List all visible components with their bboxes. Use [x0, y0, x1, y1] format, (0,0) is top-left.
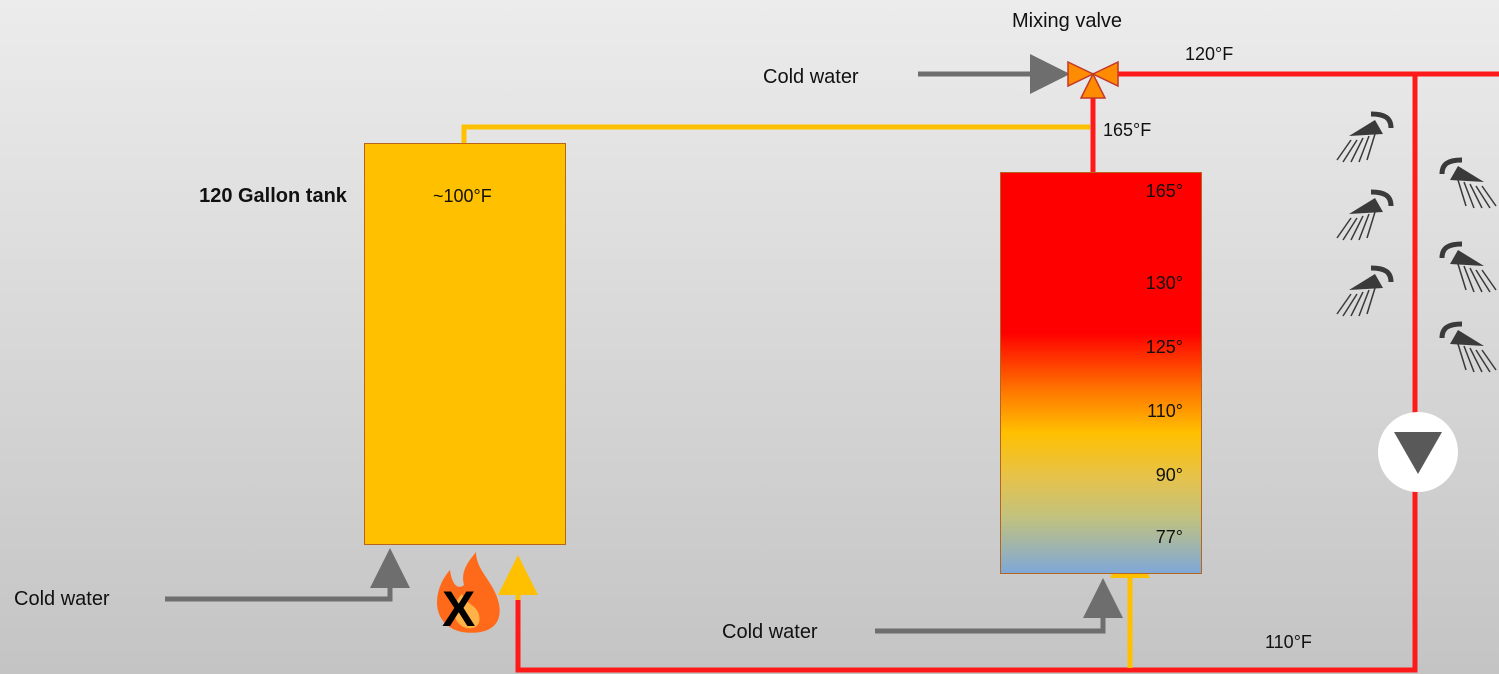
tank2-temp-label: 165°	[1145, 181, 1183, 201]
outlet-temperature: 120°F	[1185, 44, 1234, 64]
mixing-valve-icon	[1067, 60, 1119, 99]
shower-icon	[1439, 241, 1497, 293]
shower-icon	[1336, 265, 1394, 317]
cold-water-label: Cold water	[763, 66, 859, 88]
tank1-temperature: ~100°F	[433, 186, 492, 206]
return-temperature: 110°F	[1265, 632, 1312, 652]
tank2-temp-label: 77°	[1155, 527, 1183, 547]
cold-water-label: Cold water	[722, 621, 818, 643]
hot-supply-pipe	[515, 71, 1499, 673]
cold-water-label: Cold water	[14, 588, 110, 610]
shower-icon	[1336, 111, 1394, 163]
tank2-temp-label: 90°	[1155, 465, 1183, 485]
tank1-name: 120 Gallon tank	[199, 185, 347, 207]
cold-water-arrows	[165, 54, 1123, 634]
shower-icon	[1439, 321, 1497, 373]
disabled-burner-mark: X	[442, 581, 476, 637]
water-heater-tank: 165° 130° 125° 110° 90° 77°	[1000, 172, 1202, 574]
tank2-temp-label: 130°	[1145, 273, 1183, 293]
flame-icon	[437, 552, 500, 633]
shower-icon	[1439, 157, 1497, 209]
tank2-temp-label: 125°	[1145, 337, 1183, 357]
pump-icon	[1378, 412, 1458, 492]
shower-icon	[1336, 189, 1394, 241]
mixing-valve-label: Mixing valve	[1012, 10, 1123, 32]
preheat-tank: ~100°F	[364, 143, 566, 545]
tank2-temp-label: 110°	[1147, 401, 1183, 421]
tank2-outlet-temperature: 165°F	[1103, 120, 1152, 140]
preheat-pipe	[461, 124, 1090, 143]
